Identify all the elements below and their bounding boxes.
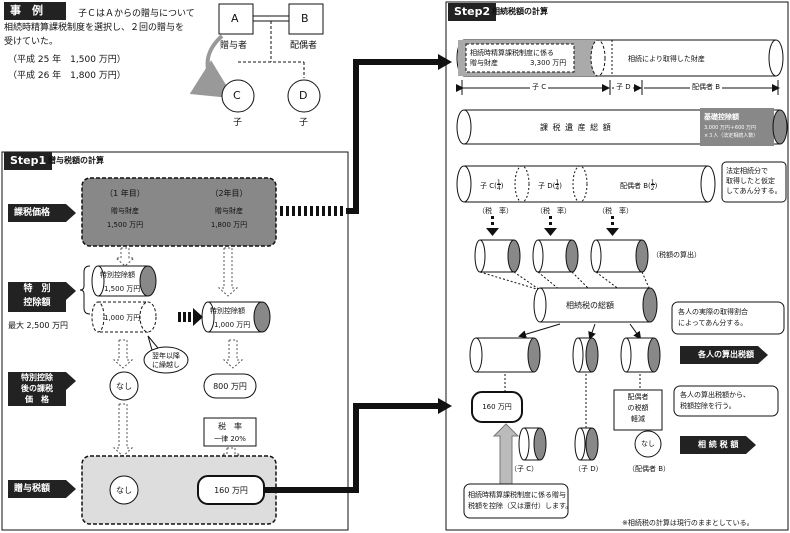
node-a-box (218, 3, 254, 35)
cyl2-amount: 1,000 万円 (214, 321, 251, 329)
inherited-property-label: 相続により取得した財産 (628, 55, 705, 63)
row-special-deduction: 特 別控除額 (8, 282, 76, 312)
year2-label: 贈与財産 (215, 207, 243, 215)
basic-deduction-calc: 3,000 万円＋600 万円×３人（法定相続人数） (704, 125, 759, 139)
cyl2-label: 特別控除額 (210, 307, 245, 315)
step1-frame (1, 151, 349, 531)
after-deduction-pill (203, 373, 257, 399)
gift-year-2: （平成 26 年 1,800 万円） (8, 71, 126, 81)
step2-frame (445, 1, 789, 531)
node-d-label: D (299, 89, 308, 102)
step2-subtitle: 相続税額の計算 (492, 7, 548, 16)
node-c-circle (221, 79, 255, 113)
bottom-label-c: （子 C） (510, 465, 539, 473)
credit-deduct-note: 各人の算出税額から、税額控除を行う。 (680, 391, 750, 410)
spouse-reduction-box: 配偶者の税額軽減 (627, 393, 649, 423)
example-text-3: 受けていた。 (4, 37, 59, 47)
row-gift-tax: 贈与税額 (8, 480, 76, 498)
cyl1-label: 特別控除額 (100, 271, 135, 279)
example-text-2: 相続時精算課税制度を選択し、２回の贈与を (4, 23, 185, 33)
none-1: なし (116, 382, 132, 391)
prorate-note: 各人の実際の取得割合によってあん分する。 (678, 308, 748, 327)
row-after-deduction: 特別控除後の課税価 格 (8, 372, 76, 406)
cyl-deduction-1000 (201, 301, 271, 333)
step1-subtitle: 贈与税額の計算 (48, 156, 104, 165)
label-giver: 贈与者 (220, 41, 248, 51)
step2-property-cylinder (456, 39, 784, 77)
year1-label: 贈与財産 (111, 207, 139, 215)
taxable-total-cylinder (456, 108, 788, 146)
year2-amount: 1,800 万円 (210, 221, 248, 229)
share-b: 配偶者 B (690, 82, 723, 92)
year2-head: （2年目） (210, 189, 248, 198)
carry-note: 翌年以降に繰越し (152, 352, 180, 369)
after-deduction-amount: 800 万円 (213, 382, 247, 391)
year1-head: （1 年目） (105, 189, 145, 198)
node-b-label: B (301, 12, 309, 25)
gift-year-1: （平成 25 年 1,500 万円） (8, 55, 126, 65)
rate-value: 一律 20% (214, 435, 246, 443)
rate-title: 税 率 (218, 422, 242, 431)
amount-c: 160 万円 (482, 403, 512, 411)
max-deduction-note: 最大 2,500 万円 (8, 321, 68, 330)
label-spouse: 配偶者 (290, 41, 318, 51)
gift-property-amount: 3,300 万円 (530, 59, 567, 67)
step2-title: Step2 (448, 3, 497, 21)
calc-tax-cylinders (469, 337, 661, 373)
legal-share-note: 法定相続分で取得したと仮定してあん分する。 (726, 167, 782, 195)
gift-tax-amount: 160 万円 (214, 486, 248, 495)
step1-title: Step1 (4, 152, 53, 170)
gift-value-box (81, 177, 277, 247)
final-tax-cylinders (518, 427, 599, 461)
node-a-label: A (231, 12, 239, 25)
example-text-1: 子ＣはＡからの贈与について (78, 9, 195, 19)
cyl-dashed-1000 (91, 301, 157, 333)
year1-amount: 1,500 万円 (106, 221, 144, 229)
rate-label-c: （税 率） (478, 207, 513, 215)
basic-deduction-title: 基礎控除額 (704, 113, 739, 121)
rate-label-d: （税 率） (536, 207, 571, 215)
heir-share-cylinder (456, 165, 716, 203)
gift-tax-credit-note: 相続時精算課税制度に係る贈与税額を控除（又は還付）します。 (468, 491, 573, 510)
label-child-d: 子 (299, 118, 309, 128)
label-child-c: 子 (233, 118, 243, 128)
bottom-label-d: （子 D） (574, 465, 603, 473)
rate-label-b: （税 率） (598, 207, 633, 215)
node-d-circle (287, 79, 321, 113)
none-b: なし (641, 440, 655, 448)
total-tax-label: 相続税の総額 (566, 301, 614, 310)
rate-box (203, 417, 257, 447)
final-tax-tag: 相 続 税 額 (680, 436, 757, 454)
rate-cylinders (474, 239, 649, 273)
calc-tax-tag: 各人の算出税額 (680, 346, 768, 364)
cyl-dashed-amount: 1,000 万円 (104, 314, 141, 322)
node-b-box (288, 3, 324, 35)
tax-calc-note: （税額の算出） (652, 251, 701, 259)
total-tax-cylinder (533, 287, 658, 323)
row-taxable-value: 課税価格 (8, 204, 76, 222)
share-d: 子 D (614, 82, 633, 92)
example-tag: 事 例 (4, 2, 66, 20)
cyl-deduction-1500 (91, 265, 157, 297)
cyl1-amount: 1,500 万円 (104, 285, 141, 293)
footnote: ※相続税の計算は現行のままとしている。 (622, 519, 754, 527)
gift-property-label: 相続時精算課税制度に係る贈与財産 (470, 49, 554, 67)
none-2: なし (116, 486, 132, 495)
gift-flow-arrow (189, 34, 235, 99)
node-c-label: C (233, 89, 241, 102)
share-c: 子 C (530, 82, 549, 92)
taxable-estate-total: 課 税 遺 産 総 額 (540, 123, 612, 132)
none-circle-1 (109, 371, 139, 401)
bottom-label-b: （配偶者 B） (628, 465, 671, 473)
